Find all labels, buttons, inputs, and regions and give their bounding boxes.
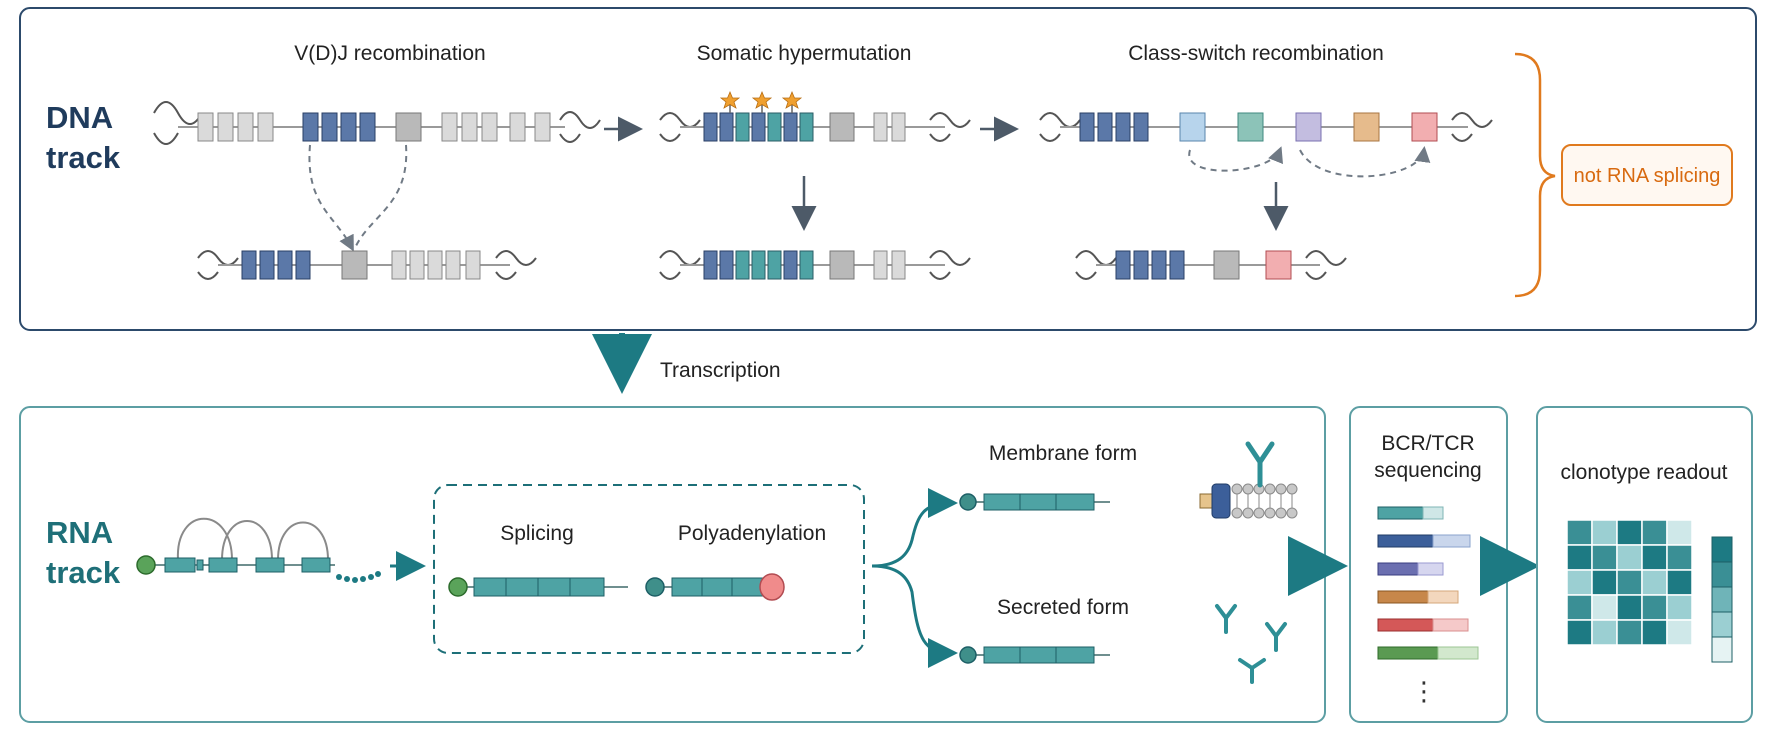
poly-a-tail-icon [759, 573, 785, 601]
vdj-germline-dna [153, 101, 601, 145]
shm-mutating-dna [659, 112, 971, 142]
splicing-label: Splicing [500, 522, 574, 545]
dna-helix-icon [1305, 250, 1347, 280]
clonotype-heatmap [1566, 519, 1693, 646]
dna-helix-icon [659, 250, 701, 280]
polyadenylation-label: Polyadenylation [678, 522, 826, 545]
dna-helix-icon [1039, 112, 1081, 142]
five-prime-cap-icon [959, 493, 977, 511]
secreted-form-label: Secreted form [997, 596, 1129, 619]
antibody-icon [1238, 658, 1266, 684]
shm-mutated-dna [659, 250, 971, 280]
sequencing-ellipsis: ⋮ [1411, 676, 1437, 706]
dna-helix-icon [659, 112, 701, 142]
dna-helix-icon [495, 250, 537, 280]
sequencing-reads [1377, 506, 1479, 660]
csr-switch-arrow-right [1299, 146, 1431, 178]
membrane-form-mrna [959, 493, 1110, 511]
pre-mrna [136, 517, 381, 583]
dna-helix-icon [559, 111, 601, 143]
vdj-title: V(D)J recombination [294, 42, 485, 65]
sequencing-title-line2: sequencing [1374, 459, 1481, 482]
clonotype-colorbar [1711, 536, 1733, 663]
dna-helix-icon [197, 250, 239, 280]
secreted-form-mrna [959, 646, 1110, 664]
not-rna-splicing-text: not RNA splicing [1574, 165, 1721, 187]
not-rna-splicing-callout [1561, 144, 1733, 206]
dna-helix-icon [929, 112, 971, 142]
star-icon [719, 90, 741, 109]
csr-switched-dna [1075, 250, 1347, 280]
shm-title: Somatic hypermutation [697, 42, 912, 65]
mutation-star-icons [719, 90, 803, 113]
star-icon [751, 90, 773, 109]
dna-helix-icon [1451, 112, 1493, 142]
polyadenylated-mrna [645, 573, 785, 601]
five-prime-cap-icon [448, 577, 468, 597]
vdj-recombined-dna [197, 250, 537, 280]
antibody-icon [1265, 622, 1287, 652]
csr-dna [1039, 112, 1493, 142]
sequencing-title-line1: BCR/TCR [1381, 432, 1474, 455]
branch-to-membrane-arrow [871, 488, 958, 568]
antibody-icon [1215, 604, 1237, 634]
csr-title: Class-switch recombination [1128, 42, 1384, 65]
clonotype-title: clonotype readout [1561, 461, 1728, 484]
dna-helix-icon [929, 250, 971, 280]
star-icon [781, 90, 803, 109]
five-prime-cap-icon [959, 646, 977, 664]
vdj-join-arrow-left [308, 144, 354, 252]
dna-track-label-line1: DNA [46, 100, 113, 135]
csr-switch-arrow-left [1188, 146, 1283, 172]
antibody-icon [1245, 441, 1275, 488]
membrane-form-label: Membrane form [989, 442, 1137, 465]
five-prime-cap-icon [645, 577, 665, 597]
transcription-label: Transcription [660, 359, 781, 382]
branch-to-secreted-arrow [871, 564, 958, 668]
dna-track-panel [19, 7, 1757, 331]
rna-processing-box [433, 484, 865, 654]
orange-brace [1514, 52, 1556, 298]
dna-track-label-line2: track [46, 140, 121, 175]
spliced-mrna [448, 577, 628, 597]
five-prime-cap-icon [136, 555, 156, 575]
membrane-bound-receptor-icon [1199, 441, 1298, 519]
rna-track-label-line2: track [46, 555, 121, 590]
dna-helix-icon [153, 101, 203, 145]
dna-helix-icon [1075, 250, 1117, 280]
secreted-antibody-icons [1215, 604, 1287, 684]
rna-track-label-line1: RNA [46, 515, 113, 550]
